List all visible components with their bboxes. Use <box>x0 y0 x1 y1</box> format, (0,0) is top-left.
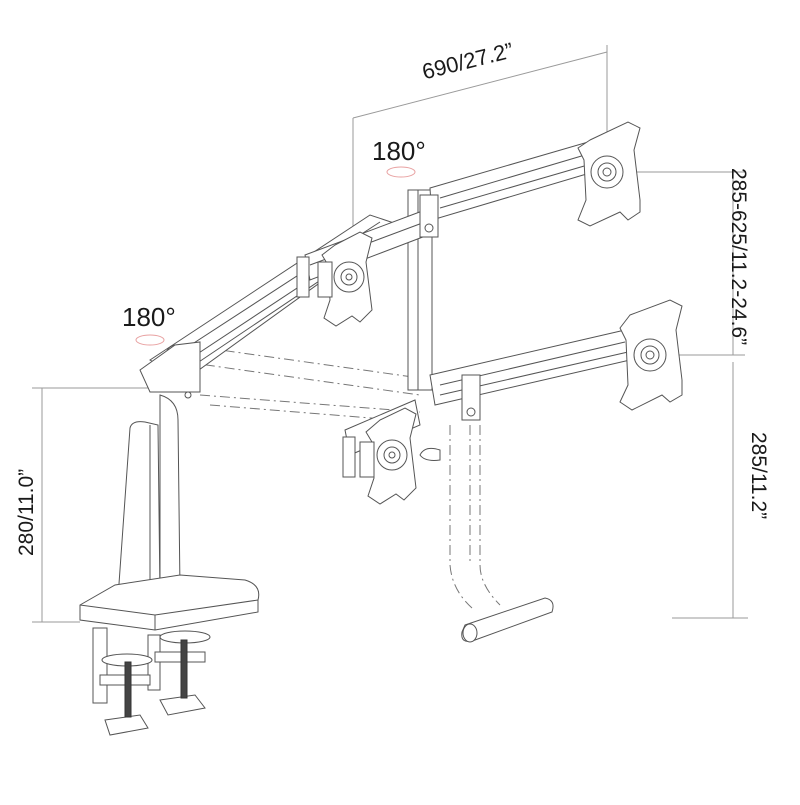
dimension-lines <box>32 45 748 622</box>
base-plate <box>80 575 259 630</box>
vesa-plate-bottom-right <box>620 300 682 410</box>
pole-height-dimension: 280/11.0” <box>15 468 38 556</box>
base-pole <box>118 395 180 598</box>
vesa-plate-bottom-left <box>343 408 416 504</box>
rotation-indicator-left-icon <box>136 335 164 345</box>
rotation-indicator-top-icon <box>387 167 415 177</box>
monitor-height-range-dimension: 285-625/11.2-24.6” <box>727 168 750 346</box>
upper-rotation-label: 180° <box>372 136 426 166</box>
clamp-screws <box>125 640 187 717</box>
vesa-plate-top-left <box>297 232 372 326</box>
pole-foot <box>462 598 553 642</box>
base-rotation-label: 180° <box>122 302 176 332</box>
desk-clamp <box>93 628 210 735</box>
lower-monitor-height-dimension: 285/11.2” <box>747 432 770 520</box>
vesa-plate-top-right <box>578 122 640 226</box>
